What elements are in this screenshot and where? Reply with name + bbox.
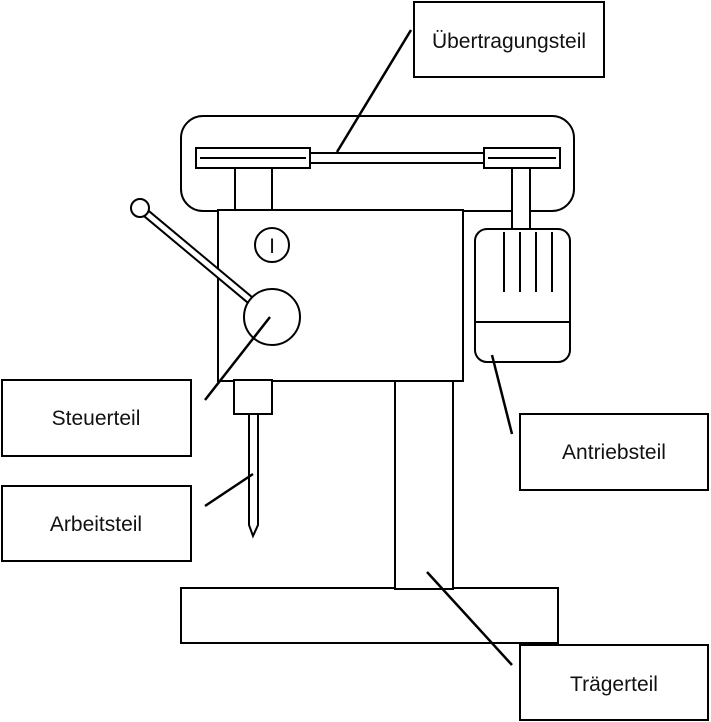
label-box-antriebsteil [519,413,709,491]
label-text-steuerteil: Steuerteil [52,407,141,430]
base-plate [180,587,559,644]
power-switch [254,227,290,263]
leader-antriebsteil [490,354,514,435]
motor-shaft [511,165,531,233]
label-text-traegerteil: Trägerteil [570,673,658,696]
label-text-uebertragungsteil: Übertragungsteil [432,30,586,53]
spindle-shaft-left [234,165,273,213]
label-box-traegerteil [519,644,709,721]
label-text-arbeitsteil: Arbeitsteil [50,513,142,536]
leader-uebertragungsteil [335,29,413,153]
leader-traegerteil [426,571,513,666]
label-antriebsteil: Antriebsteil [519,413,709,491]
label-box-steuerteil [1,379,192,457]
drill-press: I [130,115,575,644]
feed-hub [243,288,301,346]
label-steuerteil: Steuerteil [1,379,192,457]
spindle-sleeve [233,379,273,415]
label-arbeitsteil: Arbeitsteil [1,485,192,562]
label-box-uebertragungsteil [413,1,605,78]
column [394,379,454,590]
feed-lever-fill [139,207,258,307]
label-traegerteil: Trägerteil [519,644,709,721]
label-box-arbeitsteil [1,485,192,562]
leader-steuerteil [204,316,271,401]
label-uebertragungsteil: Übertragungsteil [413,1,605,78]
leader-lines [204,29,514,666]
motor [474,228,571,363]
label-text-antriebsteil: Antriebsteil [562,441,666,464]
lever-knob [130,198,150,218]
leader-arbeitsteil [204,472,254,508]
switch-symbol: I [269,235,275,258]
